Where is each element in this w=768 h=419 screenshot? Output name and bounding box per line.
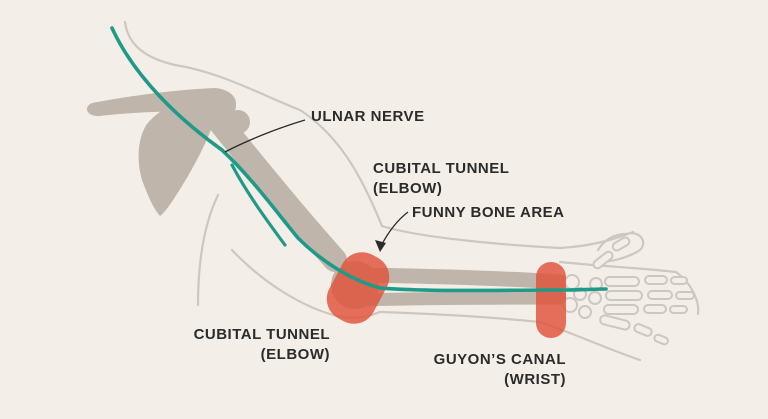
ulna-bone (353, 291, 567, 307)
guyons-canal-label: GUYON’S CANAL (WRIST) (428, 350, 566, 390)
cubital-tunnel-bottom-label: CUBITAL TUNNEL (ELBOW) (188, 325, 330, 365)
radius-bone (352, 267, 568, 290)
ulnar-nerve-branch (230, 163, 287, 247)
hand-bones (562, 236, 695, 346)
ulnar-nerve-leader (224, 119, 306, 153)
cubital-tunnel-bottom-line2: (ELBOW) (260, 346, 330, 363)
funny-bone-label: FUNNY BONE AREA (412, 204, 565, 221)
funny-bone-arrowhead (375, 240, 386, 252)
finger-bones (633, 275, 695, 346)
ulnar-nerve-path (110, 26, 608, 293)
metacarpal-bones (599, 276, 643, 331)
guyons-canal-line2: (WRIST) (504, 371, 566, 388)
ulnar-nerve-label: ULNAR NERVE (311, 108, 425, 125)
thumb-bones (592, 236, 631, 270)
cubital-tunnel-top-line1: CUBITAL TUNNEL (373, 160, 510, 177)
guyons-canal-highlight (536, 262, 566, 338)
cubital-tunnel-top-label: CUBITAL TUNNEL (ELBOW) (373, 159, 509, 199)
cubital-tunnel-bottom-line1: CUBITAL TUNNEL (193, 326, 330, 343)
carpal-bones (562, 274, 603, 319)
humerus-bone (206, 108, 347, 272)
scapula-bone (138, 96, 216, 216)
guyons-canal-line1: GUYON’S CANAL (433, 351, 566, 368)
cubital-tunnel-top-line2: (ELBOW) (373, 180, 443, 197)
